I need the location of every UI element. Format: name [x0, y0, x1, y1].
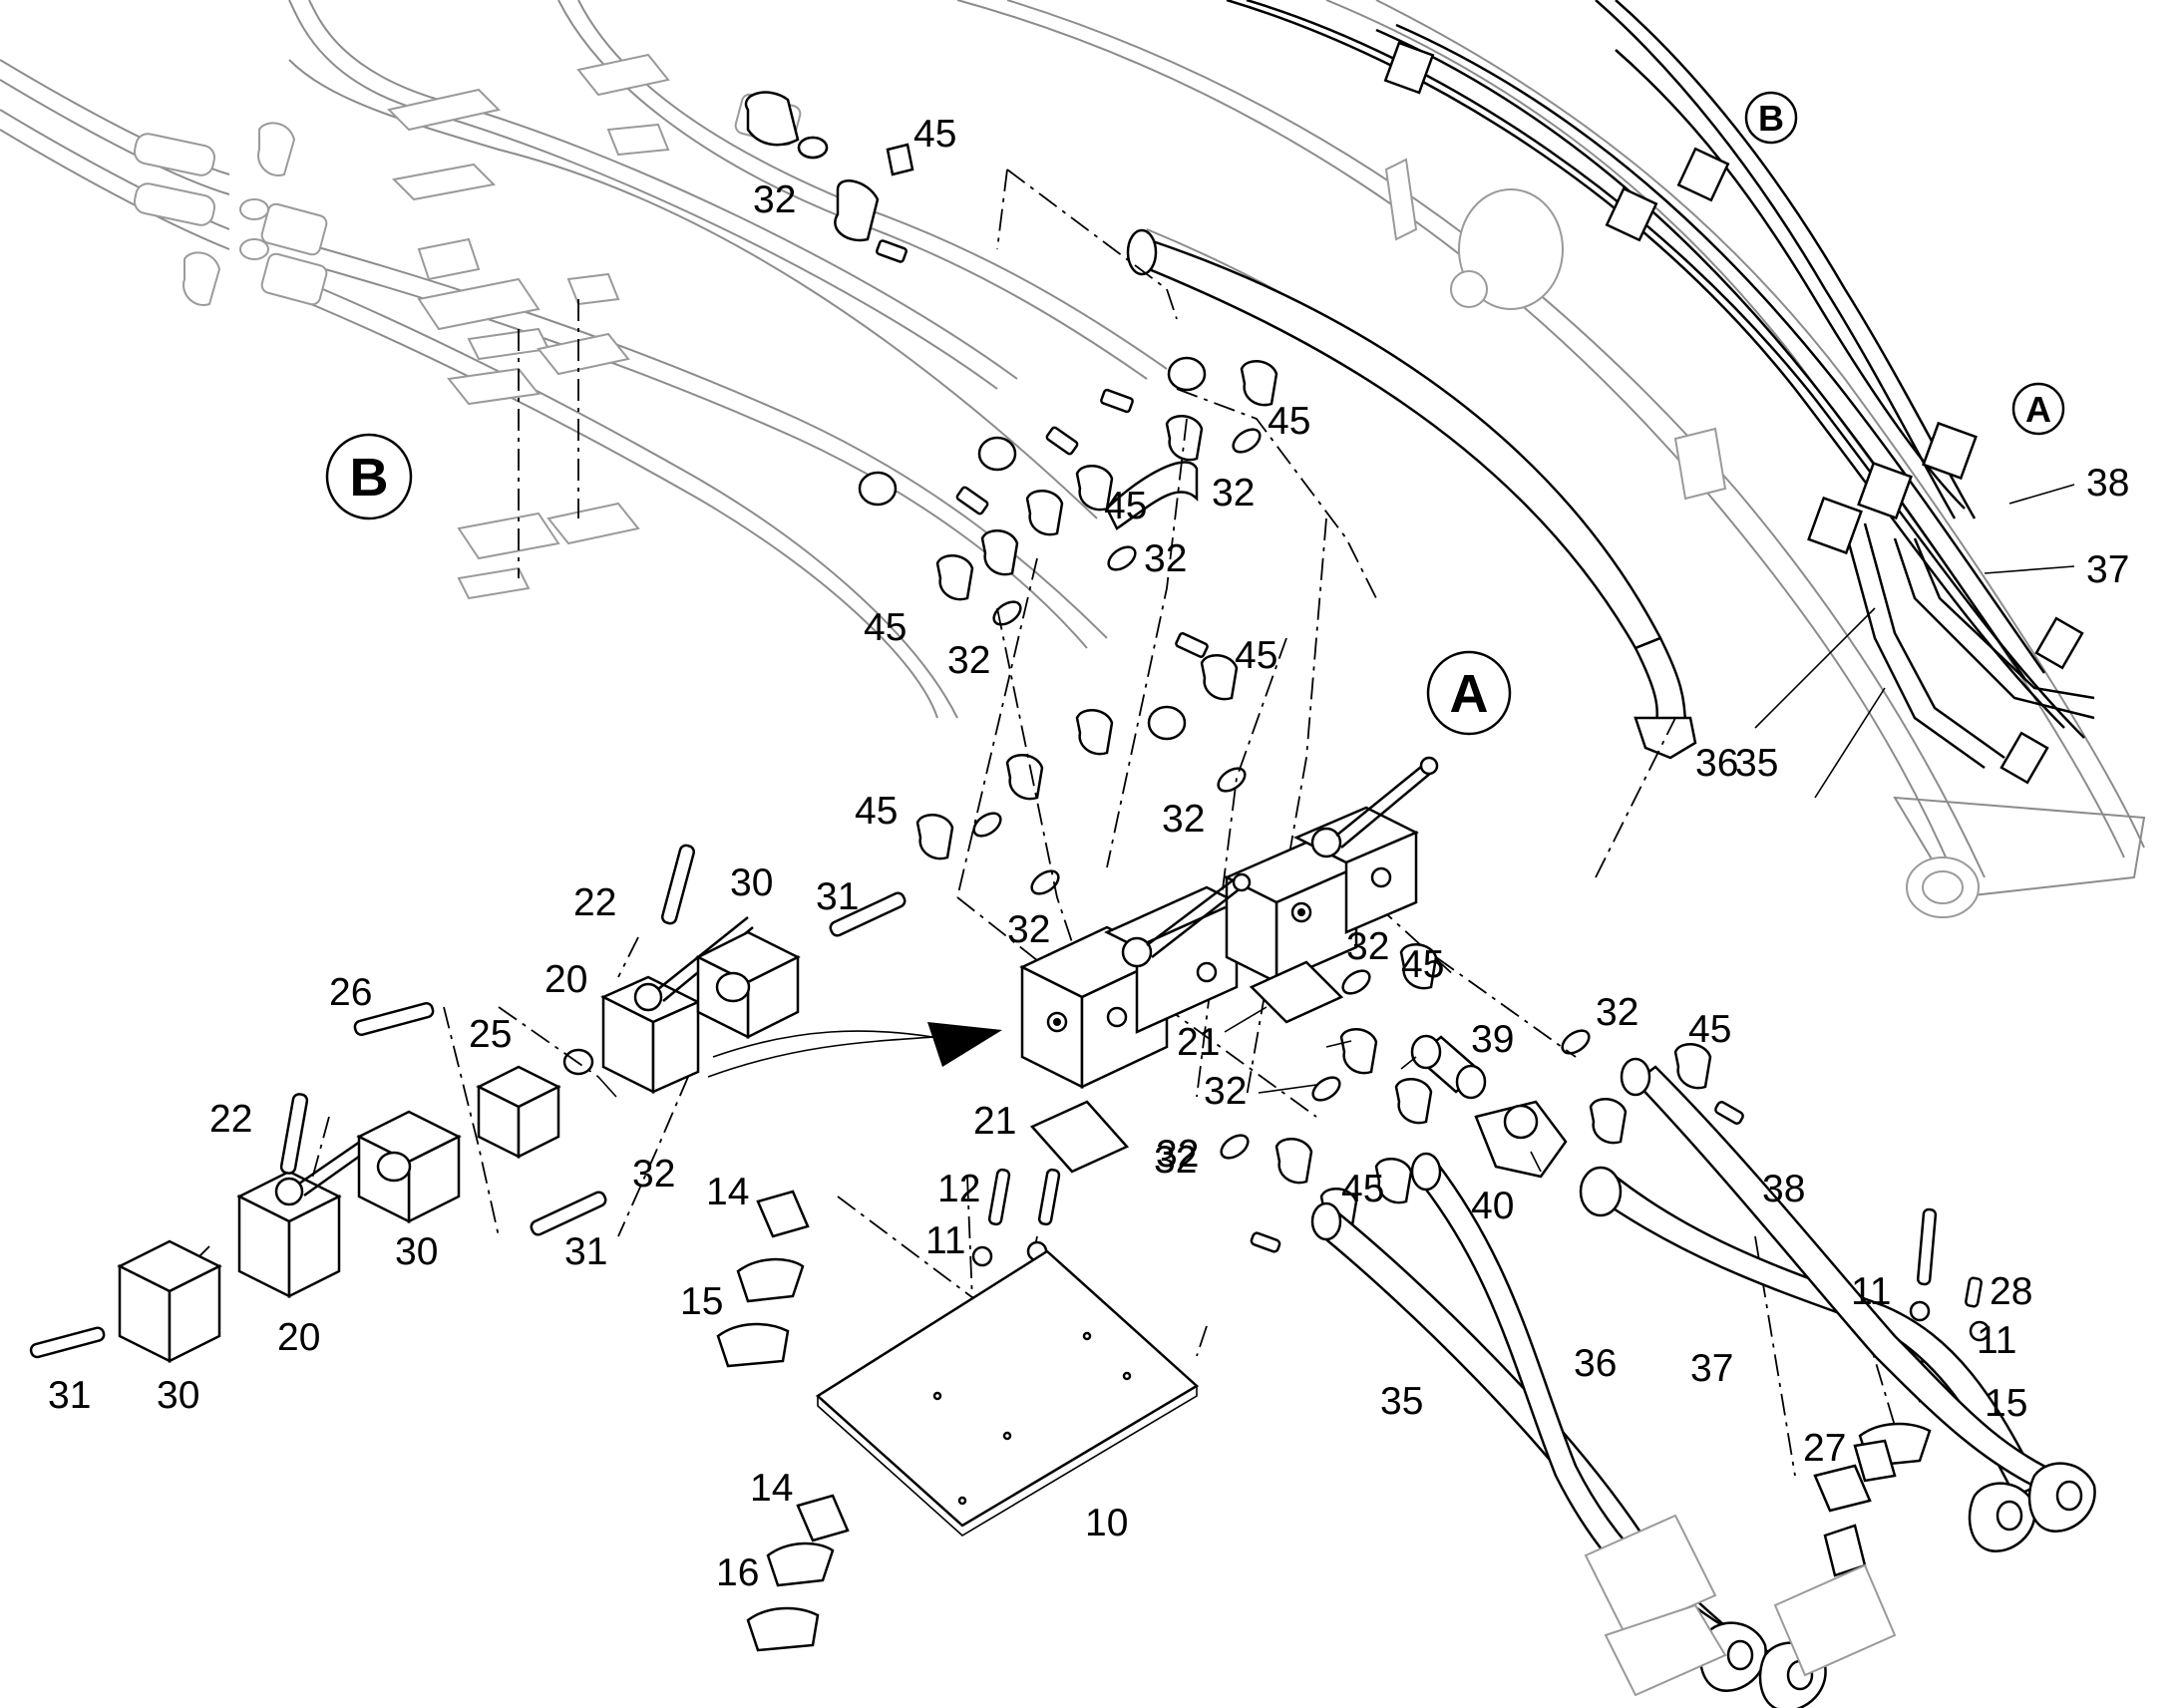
callout-38-a: 38: [2086, 462, 2129, 505]
callout-20-b: 20: [277, 1316, 320, 1359]
callout-28: 28: [1990, 1270, 2032, 1313]
callout-32-i: 32: [1204, 1070, 1247, 1113]
callout-36-b: 36: [1574, 1342, 1617, 1385]
boom-hose-bundle: [1226, 0, 2095, 785]
callout-45-a: 45: [913, 113, 956, 156]
boom-arm: [956, 0, 2146, 918]
callout-32-a: 32: [753, 178, 796, 221]
callout-40: 40: [1471, 1185, 1514, 1227]
valve-assembly-a: [1019, 756, 1439, 1090]
small-valve-upper: [353, 844, 907, 1236]
callout-45-h: 45: [1688, 1008, 1731, 1051]
callout-10: 10: [1085, 1502, 1128, 1544]
callout-26: 26: [329, 971, 372, 1014]
callout-11-c: 11: [1977, 1319, 2017, 1362]
callout-45-e: 45: [1235, 634, 1277, 677]
view-label-a-small-circle: [2011, 382, 2065, 436]
callout-45-g: 45: [1401, 943, 1444, 986]
callout-14-a: 14: [706, 1171, 749, 1213]
callout-45-b: 45: [1268, 400, 1310, 443]
callout-35-a: 35: [1735, 742, 1778, 785]
upper-left-flanges: [182, 91, 914, 306]
callout-45-i: 45: [1341, 1168, 1384, 1210]
callout-15-b: 15: [1985, 1382, 2027, 1425]
callout-11-a: 11: [925, 1219, 966, 1262]
mounting-plate-10: [815, 1249, 1200, 1537]
callout-27: 27: [1803, 1427, 1846, 1470]
callout-32-j: 32: [1154, 1139, 1197, 1182]
upper-left-tubes: [0, 0, 1656, 719]
callout-21-a: 21: [1177, 1021, 1220, 1064]
callout-45-d: 45: [864, 606, 907, 649]
main-long-hose: [1126, 228, 1697, 760]
leader-lines: [597, 484, 2075, 1173]
callout-32-b: 32: [1212, 472, 1255, 514]
callout-21-b: 21: [973, 1100, 1016, 1143]
callout-32-l: 32: [1156, 1133, 1199, 1176]
callout-32-h: 32: [1596, 991, 1638, 1034]
callout-25: 25: [469, 1013, 512, 1056]
callout-32-k: 32: [632, 1153, 675, 1196]
callout-35-b: 35: [1380, 1380, 1423, 1423]
view-circles: A B B A: [325, 91, 2065, 736]
split-flanges-45: [915, 360, 1712, 1234]
callout-45-f: 45: [855, 790, 898, 833]
callout-12: 12: [937, 1168, 980, 1210]
callout-22-a: 22: [573, 881, 616, 924]
upper-hose-ends: [858, 356, 1209, 741]
fittings-39-40: [1410, 1034, 1568, 1179]
callout-37-b: 37: [1690, 1347, 1733, 1390]
view-label-a-circle: [1426, 650, 1512, 736]
pipe-end-flanges: [1698, 1462, 2096, 1708]
callout-20-a: 20: [545, 958, 587, 1001]
callout-11-b: 11: [1851, 1270, 1892, 1313]
callout-16: 16: [716, 1551, 759, 1594]
view-label-a: A: [1450, 664, 1489, 724]
callout-31-a: 31: [816, 875, 859, 918]
callout-22-b: 22: [209, 1098, 252, 1141]
callout-32-e: 32: [1162, 798, 1205, 841]
callout-32-f: 32: [1007, 908, 1050, 951]
detail-arrow: [707, 1022, 1002, 1078]
callout-32-c: 32: [1144, 537, 1187, 580]
callouts: 10 11 11 11 12 14 14 15 15 16 20 20 21 2…: [48, 113, 2129, 1594]
callout-14-b: 14: [750, 1467, 793, 1510]
frame-bracket: [1584, 1514, 1897, 1697]
callout-32-g: 32: [1346, 925, 1389, 968]
callout-31-c: 31: [48, 1374, 91, 1417]
bolts-washers: [971, 1101, 1991, 1342]
callout-30-a: 30: [730, 861, 773, 904]
cover-plates-21: [1029, 960, 1344, 1174]
view-label-b-small: B: [1758, 98, 1784, 139]
o-rings-32: [562, 136, 1591, 1160]
callout-32-d: 32: [947, 639, 990, 682]
callout-39: 39: [1471, 1018, 1514, 1061]
callout-37-a: 37: [2086, 548, 2129, 591]
callout-30-b: 30: [395, 1230, 438, 1273]
callout-45-c: 45: [1104, 485, 1147, 527]
callout-38-b: 38: [1762, 1168, 1805, 1210]
view-label-b-circle: [325, 433, 413, 520]
view-label-b: B: [350, 448, 389, 508]
callout-15-a: 15: [680, 1280, 723, 1323]
small-valve-lower: [29, 1093, 462, 1364]
clamp-stacks-b: [387, 53, 670, 600]
callout-36-a: 36: [1695, 742, 1738, 785]
callout-30-c: 30: [157, 1374, 199, 1417]
view-label-b-small-circle: [1744, 91, 1798, 145]
view-label-a-small: A: [2025, 389, 2051, 430]
callout-31-b: 31: [564, 1230, 607, 1273]
